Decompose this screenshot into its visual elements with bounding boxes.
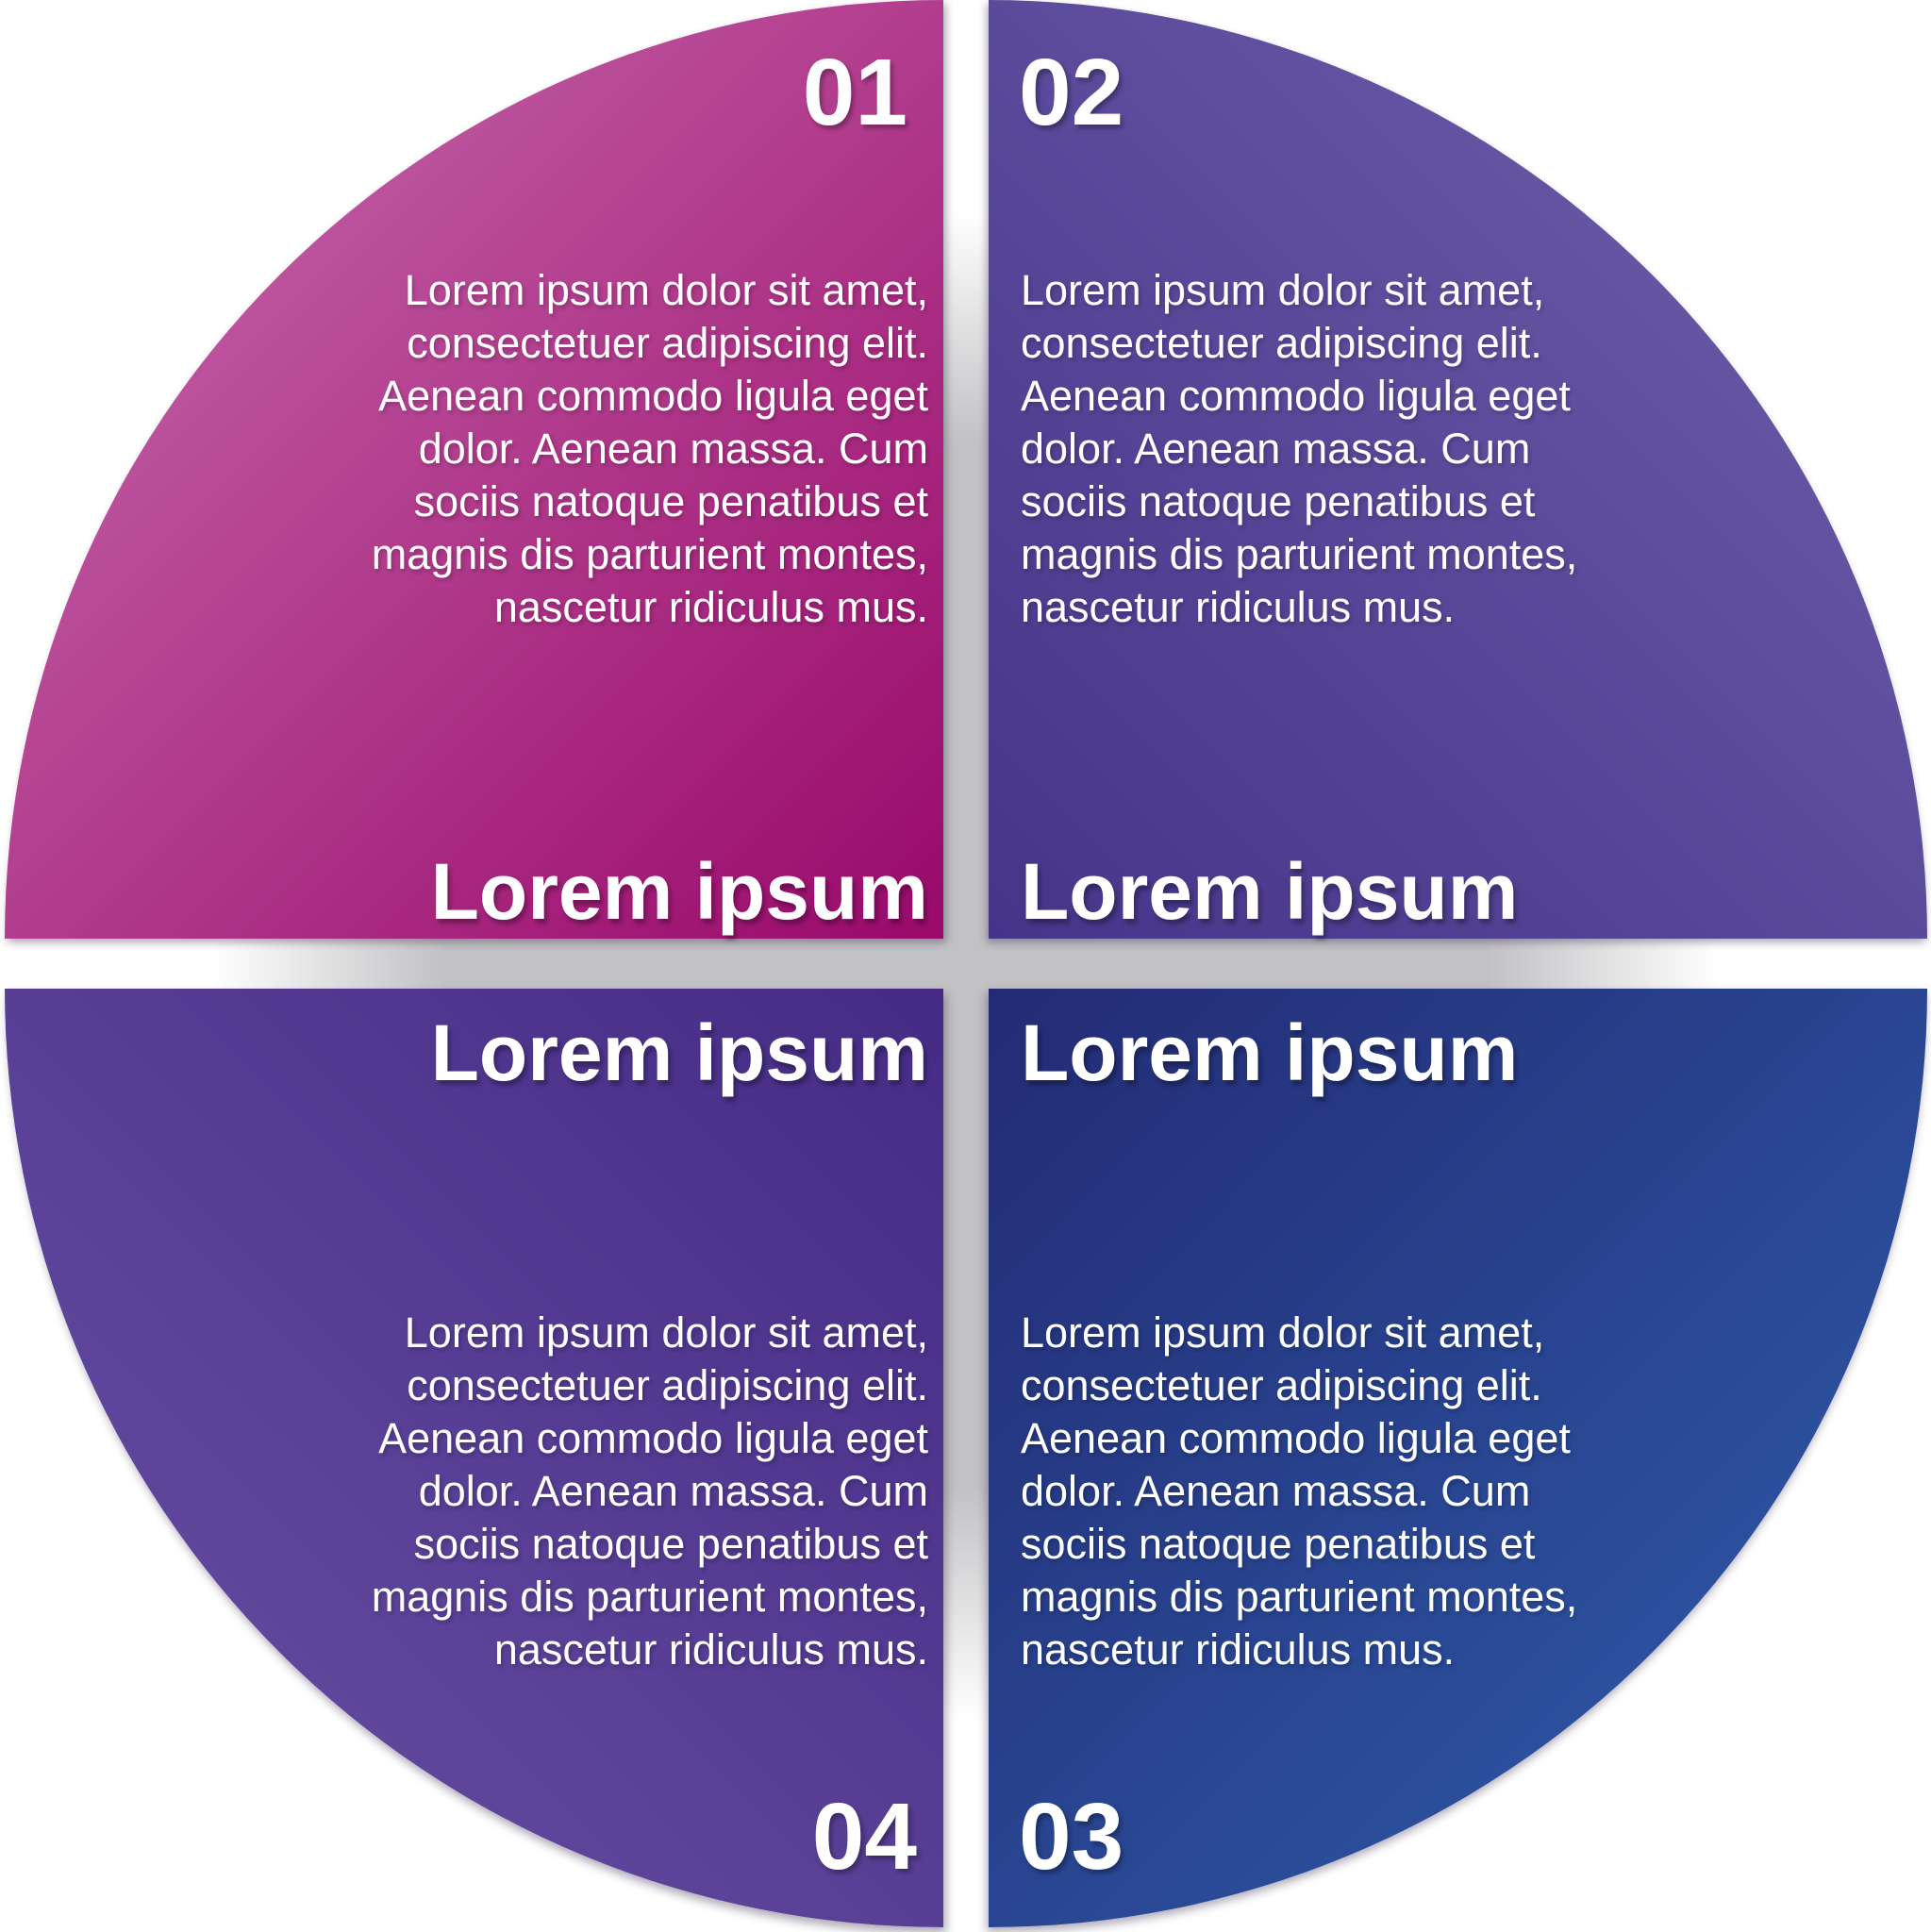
quadrant-1-body-text: Lorem ipsum dolor sit amet, consectetuer… — [371, 266, 928, 631]
step-number-02: 02 — [1019, 40, 1124, 145]
step-number-03: 03 — [1019, 1784, 1124, 1890]
quadrant-4-title: Lorem ipsum — [430, 1008, 928, 1097]
step-number-04: 04 — [811, 1784, 917, 1890]
quadrant-3-title: Lorem ipsum — [1021, 1008, 1519, 1097]
quadrant-2-body-text: Lorem ipsum dolor sit amet, consectetuer… — [1021, 266, 1578, 631]
quadrant-3-body-text: Lorem ipsum dolor sit amet, consectetuer… — [1021, 1308, 1578, 1674]
quadrant-2-title: Lorem ipsum — [1021, 847, 1519, 937]
quadrant-4-body-text: Lorem ipsum dolor sit amet, consectetuer… — [371, 1308, 928, 1674]
step-number-01: 01 — [802, 40, 907, 145]
quadrant-1-panel: 01 Lorem ipsum dolor sit amet, consectet… — [5, 0, 943, 939]
quadrant-4-panel: Lorem ipsum Lorem ipsum dolor sit amet, … — [5, 989, 943, 1927]
quadrant-3-panel: Lorem ipsum Lorem ipsum dolor sit amet, … — [989, 989, 1927, 1927]
quadrant-2-panel: 02 Lorem ipsum dolor sit amet, consectet… — [989, 0, 1927, 939]
quadrant-1-title: Lorem ipsum — [430, 847, 928, 937]
